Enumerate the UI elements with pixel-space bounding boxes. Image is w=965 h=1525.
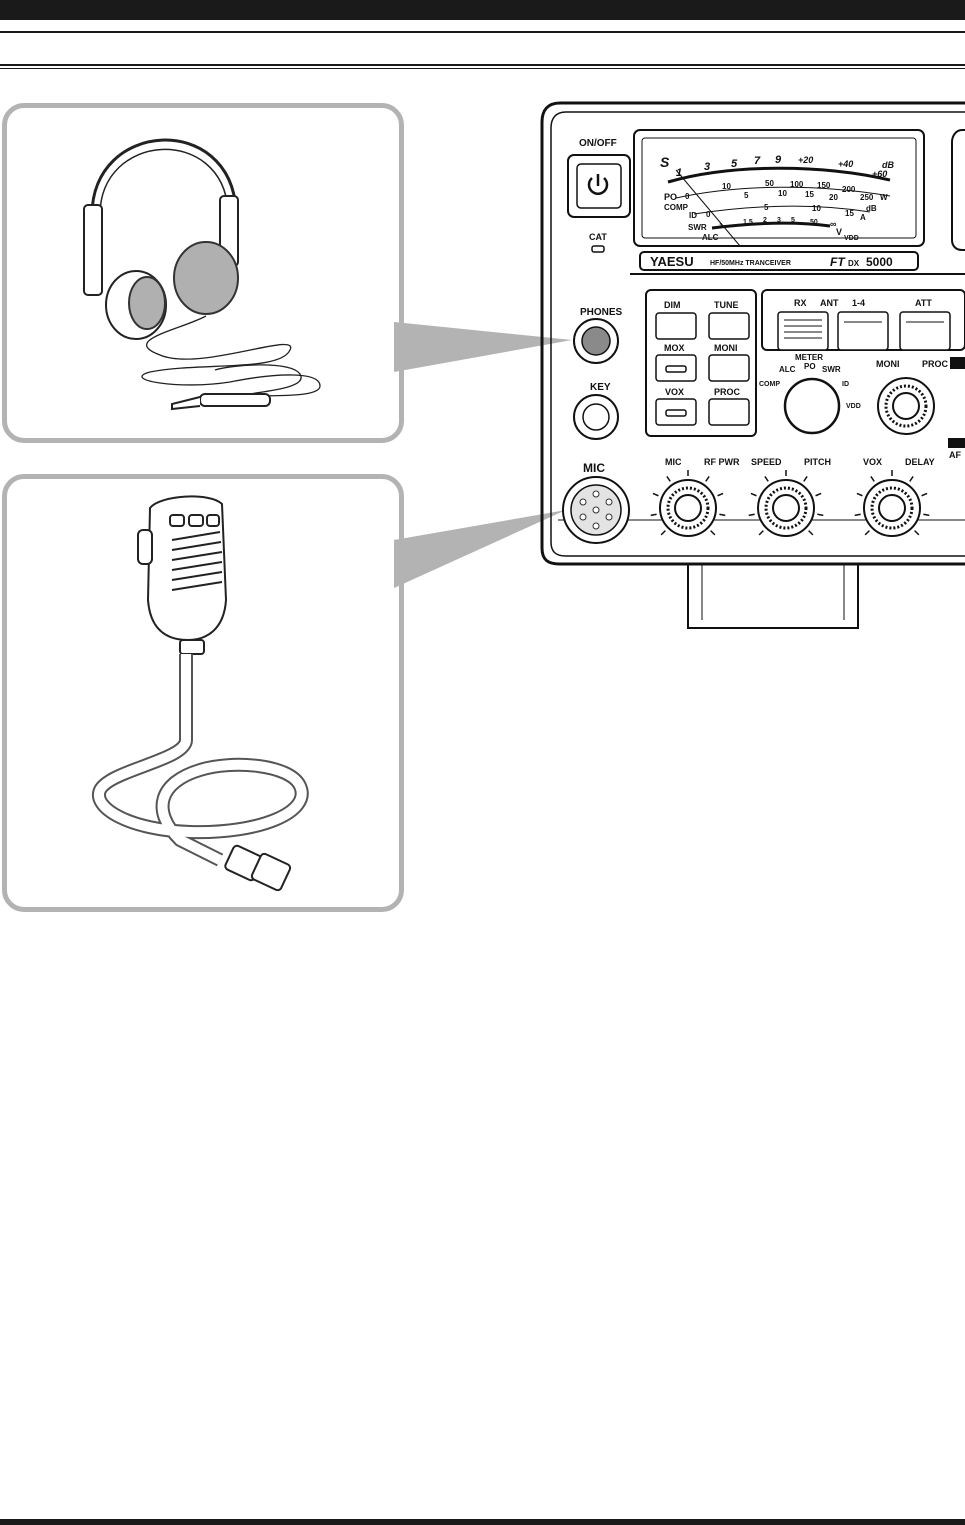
headphones-pointer	[394, 322, 572, 372]
radio-labels: ON/OFF CAT PHONES KEY MIC YAESU HF/50MHz…	[579, 138, 961, 475]
meter-swr-tick-5: 5	[791, 217, 795, 224]
rx-label: RX	[794, 298, 807, 308]
meter-s-tick-5: 5	[731, 158, 738, 170]
meter-comp-tick-10: 10	[778, 189, 787, 198]
knob-rf-pwr-label: RF PWR	[704, 457, 740, 467]
headphones-drawing	[83, 138, 321, 411]
meter-id-unit: A	[860, 213, 866, 222]
meter-swr-label: SWR	[822, 365, 841, 374]
header-rule-lower	[0, 64, 965, 66]
meter-id-label: ID	[842, 381, 849, 388]
meter-s-unit: dB	[882, 160, 894, 170]
ant-label: ANT	[820, 298, 839, 308]
meter-po-tick-0: 0	[685, 192, 690, 201]
brand-label: YAESU	[650, 254, 694, 269]
meter-s-label: S	[660, 154, 670, 170]
meter-alc-label: ALC	[779, 365, 796, 374]
moni-button-label: MONI	[714, 343, 738, 353]
ant-range-label: 1-4	[852, 298, 865, 308]
microphone-drawing	[92, 495, 309, 892]
meter-s-tick-20: +20	[798, 155, 813, 165]
speed-pitch-knob[interactable]	[748, 470, 824, 537]
meter-po-tick-10: 10	[722, 182, 731, 191]
meter-comp-label: COMP	[759, 381, 780, 388]
dim-button-label: DIM	[664, 300, 681, 310]
meter-swr-tick-3: 3	[777, 217, 781, 224]
knob-speed-label: SPEED	[751, 457, 782, 467]
att-label: ATT	[915, 298, 932, 308]
proc-button-label: PROC	[714, 387, 741, 397]
mic-rf-pwr-knob[interactable]	[650, 470, 726, 537]
meter-po-tick-200: 200	[842, 185, 856, 194]
phones-label: PHONES	[580, 307, 623, 318]
knob-pitch-label: PITCH	[804, 457, 831, 467]
meter-s-tick-3: 3	[704, 161, 710, 173]
meter-title-label: METER	[795, 353, 823, 362]
meter-po-scale-label: PO	[664, 192, 677, 202]
meter-po-unit: W	[880, 193, 888, 202]
key-label: KEY	[590, 382, 611, 393]
meter-s-tick-60: +60	[872, 169, 887, 179]
tune-button-label: TUNE	[714, 300, 739, 310]
af-partial-label: AF	[949, 450, 961, 460]
meter-po-label: PO	[804, 362, 816, 371]
meter-id-tick-15: 15	[845, 209, 854, 218]
mic-pointer	[394, 510, 566, 588]
meter-s-tick-9: 9	[775, 154, 782, 166]
meter-swr-tick-50: 50	[810, 219, 818, 226]
radio-panel	[540, 101, 965, 629]
meter-po-tick-250: 250	[860, 193, 874, 202]
model-dx-label: DX	[848, 259, 860, 268]
meter-comp-tick-5: 5	[744, 191, 749, 200]
meter-swr-tick-inf: ∞	[830, 219, 837, 229]
meter-comp-scale-label: COMP	[664, 203, 689, 212]
meter-s-tick-1: 1	[676, 167, 682, 179]
vox-button-label: VOX	[665, 387, 684, 397]
knob-mic-label: MIC	[665, 457, 682, 467]
meter-swr-tick-2: 2	[763, 217, 767, 224]
knob-vox-label: VOX	[863, 457, 882, 467]
power-label: ON/OFF	[579, 138, 617, 149]
meter-comp-unit: dB	[866, 204, 877, 213]
knob-delay-label: DELAY	[905, 457, 935, 467]
meter-po-tick-50: 50	[765, 179, 774, 188]
header-bar	[0, 0, 965, 20]
vox-delay-knob[interactable]	[854, 470, 930, 537]
header-rule-lower-thin	[0, 68, 965, 69]
bottom-knobs	[650, 470, 930, 537]
model-desc-label: HF/50MHz TRANCEIVER	[710, 260, 791, 267]
meter-comp-tick-15: 15	[805, 190, 814, 199]
meter-po-tick-100: 100	[790, 180, 804, 189]
meter-vdd-label: VDD	[846, 403, 861, 410]
meter-s-tick-7: 7	[754, 155, 761, 167]
meter-v-label: V	[836, 227, 842, 237]
model-prefix-label: FT	[830, 255, 846, 269]
meter-comp-tick-20: 20	[829, 193, 838, 202]
meter-swr-tick-1: 1	[719, 223, 723, 230]
meter-id-tick-5: 5	[764, 203, 769, 212]
footer-bar	[0, 1519, 965, 1525]
meter-id-tick-0: 0	[706, 210, 711, 219]
meter-alc-scale-label: ALC	[702, 233, 719, 242]
knob-proc-label: PROC	[922, 359, 949, 369]
meter-po-tick-150: 150	[817, 181, 831, 190]
meter-id-tick-10: 10	[812, 204, 821, 213]
meter-swr-tick-1-5: 1.5	[743, 219, 753, 226]
model-number-label: 5000	[866, 255, 893, 269]
meter-id-scale-label: ID	[689, 211, 697, 220]
mox-button-label: MOX	[664, 343, 685, 353]
knob-moni-label: MONI	[876, 359, 900, 369]
meter-swr-scale-label: SWR	[688, 223, 707, 232]
header-rule-upper	[0, 31, 965, 33]
meter-s-tick-40: +40	[838, 159, 853, 169]
meter-vdd-sub: VDD	[844, 235, 859, 242]
mic-label: MIC	[583, 461, 605, 475]
cat-label: CAT	[589, 232, 607, 242]
